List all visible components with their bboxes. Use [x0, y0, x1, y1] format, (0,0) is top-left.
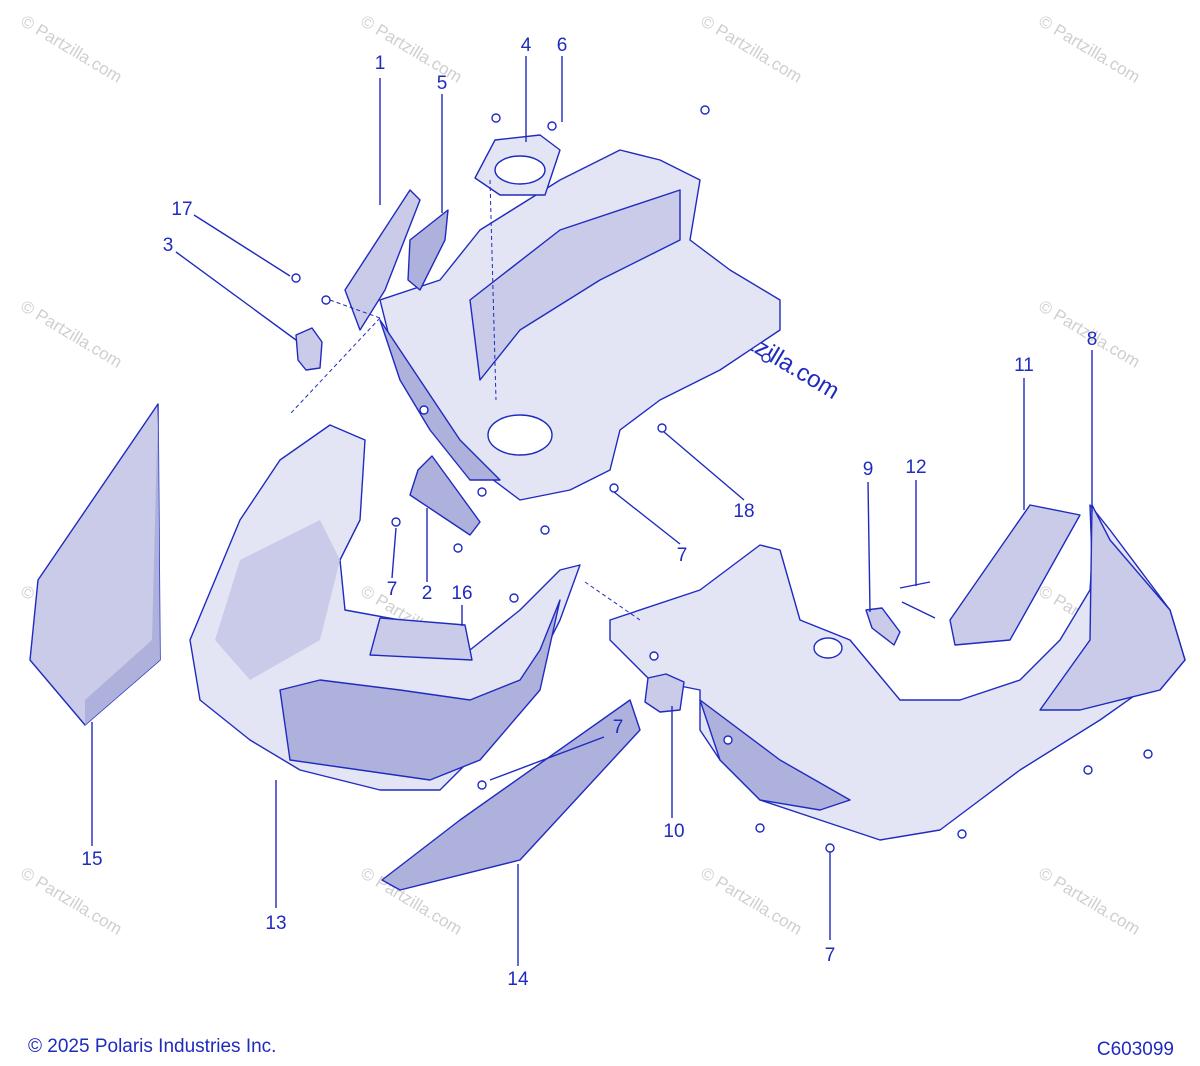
callout-7: 7 — [386, 579, 398, 600]
part-1-bracket — [344, 189, 421, 331]
part-5-bracket — [407, 209, 449, 291]
part-3-clip — [295, 327, 323, 371]
callout-6: 6 — [556, 35, 568, 56]
callout-8: 8 — [1086, 329, 1098, 350]
callout-7: 7 — [676, 545, 688, 566]
callout-15: 15 — [81, 849, 103, 870]
callout-3: 3 — [162, 235, 174, 256]
copyright-text: © 2025 Polaris Industries Inc. — [28, 1036, 277, 1057]
part-11-decal — [949, 504, 1081, 646]
upper-tray — [379, 149, 781, 501]
part-10-block — [644, 673, 685, 713]
callout-17: 17 — [171, 199, 193, 220]
callout-7: 7 — [824, 945, 836, 966]
callout-2: 2 — [421, 583, 433, 604]
callout-16: 16 — [451, 583, 473, 604]
part-16-pad — [369, 617, 473, 661]
diagram-code: C603099 — [1096, 1039, 1174, 1060]
callout-4: 4 — [520, 35, 532, 56]
callout-12: 12 — [905, 457, 927, 478]
callout-18: 18 — [733, 501, 755, 522]
callout-11: 11 — [1014, 355, 1034, 376]
callout-5: 5 — [436, 73, 448, 94]
part-2-bracket — [409, 455, 481, 536]
callout-13: 13 — [265, 913, 287, 934]
part-15-left-panel — [29, 403, 161, 726]
callout-1: 1 — [374, 53, 386, 74]
callout-9: 9 — [862, 459, 874, 480]
callout-10: 10 — [663, 821, 685, 842]
callout-7: 7 — [612, 717, 624, 738]
callout-14: 14 — [507, 969, 529, 990]
part-9-plate — [865, 607, 901, 646]
